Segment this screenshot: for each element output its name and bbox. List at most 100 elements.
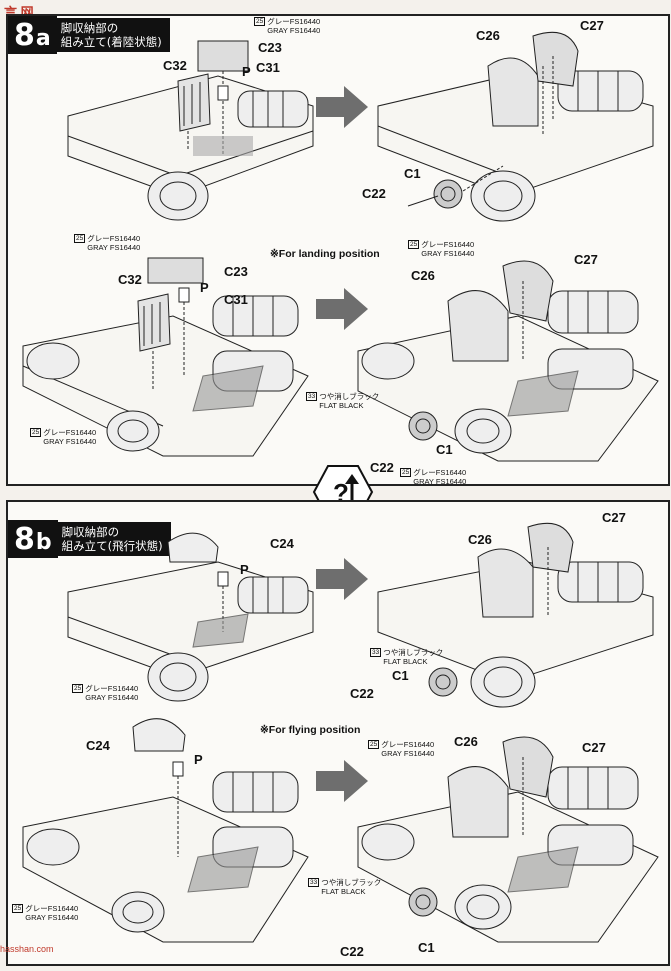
right-arrow-icon [316, 86, 368, 128]
assembly-drawing-8b-top-left [67, 532, 314, 702]
step-8a-header: 8 a 脚収納部の 組み立て(着陸状態) [8, 16, 170, 54]
step-title-line1: 脚収納部の [60, 21, 119, 35]
paint-number: 33 [306, 392, 318, 401]
paint-name-en: FLAT BLACK [383, 657, 428, 666]
paint-number: 25 [254, 17, 266, 26]
paint-number: 33 [370, 648, 382, 657]
part-label-c22: C22 [340, 944, 364, 959]
assembly-drawing-8b-bottom-left [22, 718, 309, 943]
step-8a-badge: 8 a [8, 16, 57, 54]
watermark-site: hasshan.com [0, 944, 54, 954]
step-8b-header: 8 b 脚収納部の 組み立て(飛行状態) [8, 520, 171, 558]
right-arrow-icon [316, 760, 368, 802]
paint-number: 25 [408, 240, 420, 249]
part-label-p: P [240, 562, 249, 577]
paint-name-jp: つや消しブラック [319, 392, 380, 401]
part-label-c31: C31 [224, 292, 248, 307]
part-label-c32: C32 [163, 58, 187, 73]
part-label-c22: C22 [350, 686, 374, 701]
right-arrow-icon [316, 288, 368, 330]
paint-name-en: GRAY FS16440 [267, 26, 321, 35]
assembly-drawing-8a-bottom-right [357, 260, 659, 462]
paint-name-en: GRAY FS16440 [381, 749, 435, 758]
step-title-line2: 組み立て(着陸状態) [60, 35, 162, 49]
paint-name-en: FLAT BLACK [319, 401, 364, 410]
step-8a-title: 脚収納部の 組み立て(着陸状態) [56, 18, 170, 52]
paint-name-en: GRAY FS16440 [421, 249, 475, 258]
part-label-p: P [242, 64, 251, 79]
step-8b-badge: 8 b [8, 520, 58, 558]
step-number: 8 [14, 522, 35, 557]
paint-name-jp: グレーFS16440 [413, 468, 467, 477]
assembly-drawing-8a-top-right [377, 31, 654, 222]
mode-note: ※For landing position [270, 248, 380, 260]
paint-name-en: GRAY FS16440 [43, 437, 97, 446]
paint-name-en: FLAT BLACK [321, 887, 366, 896]
part-label-c1: C1 [418, 940, 435, 955]
part-label-c27: C27 [602, 510, 626, 525]
paint-name-jp: グレーFS16440 [381, 740, 435, 749]
part-label-c1: C1 [404, 166, 421, 181]
assembly-drawing-8b-bottom-right [357, 736, 659, 943]
paint-name-jp: グレーFS16440 [43, 428, 97, 437]
right-arrow-icon [316, 558, 368, 600]
paint-name-jp: グレーFS16440 [421, 240, 475, 249]
part-label-c22: C22 [370, 460, 394, 475]
assembly-drawing-8a-bottom-left [22, 257, 309, 457]
step-title-line1: 脚収納部の [61, 525, 120, 539]
paint-number: 25 [30, 428, 42, 437]
paint-number: 33 [308, 878, 320, 887]
paint-number: 25 [72, 684, 84, 693]
part-label-c23: C23 [258, 40, 282, 55]
part-label-c22: C22 [362, 186, 386, 201]
paint-name-jp: つや消しブラック [321, 878, 382, 887]
part-label-c24: C24 [270, 536, 294, 551]
paint-name-en: GRAY FS16440 [85, 693, 139, 702]
paint-number: 25 [12, 904, 24, 913]
mode-note: ※For flying position [260, 724, 361, 736]
step-letter: b [35, 530, 52, 555]
paint-number: 25 [368, 740, 380, 749]
paint-name-jp: グレーFS16440 [267, 17, 321, 26]
part-label-c24: C24 [86, 738, 110, 753]
step-title-line2: 組み立て(飛行状態) [61, 539, 163, 553]
paint-number: 25 [74, 234, 86, 243]
paint-name-jp: グレーFS16440 [87, 234, 141, 243]
part-label-c26: C26 [468, 532, 492, 547]
part-label-c26: C26 [454, 734, 478, 749]
assembly-drawing-8b-top-right [377, 522, 654, 708]
part-label-c31: C31 [256, 60, 280, 75]
part-label-c27: C27 [580, 18, 604, 33]
part-label-c32: C32 [118, 272, 142, 287]
paint-name-jp: つや消しブラック [383, 648, 444, 657]
paint-name-en: GRAY FS16440 [87, 243, 141, 252]
part-label-c23: C23 [224, 264, 248, 279]
part-label-p: P [200, 280, 209, 295]
part-label-c26: C26 [411, 268, 435, 283]
step-8a-panel: 8 a 脚収納部の 組み立て(着陸状態) C23 C32 P [6, 14, 670, 486]
part-label-c1: C1 [392, 668, 409, 683]
paint-name-en: GRAY FS16440 [25, 913, 79, 922]
step-8b-title: 脚収納部の 組み立て(飛行状態) [57, 522, 171, 556]
part-label-c1: C1 [436, 442, 453, 457]
paint-name-jp: グレーFS16440 [85, 684, 139, 693]
paint-number: 25 [400, 468, 412, 477]
assembly-drawing-8a-top-left [67, 40, 314, 221]
paint-name-jp: グレーFS16440 [25, 904, 79, 913]
paint-name-en: GRAY FS16440 [413, 477, 467, 486]
step-letter: a [35, 26, 51, 51]
part-label-c26: C26 [476, 28, 500, 43]
part-label-p: P [194, 752, 203, 767]
part-label-c27: C27 [582, 740, 606, 755]
